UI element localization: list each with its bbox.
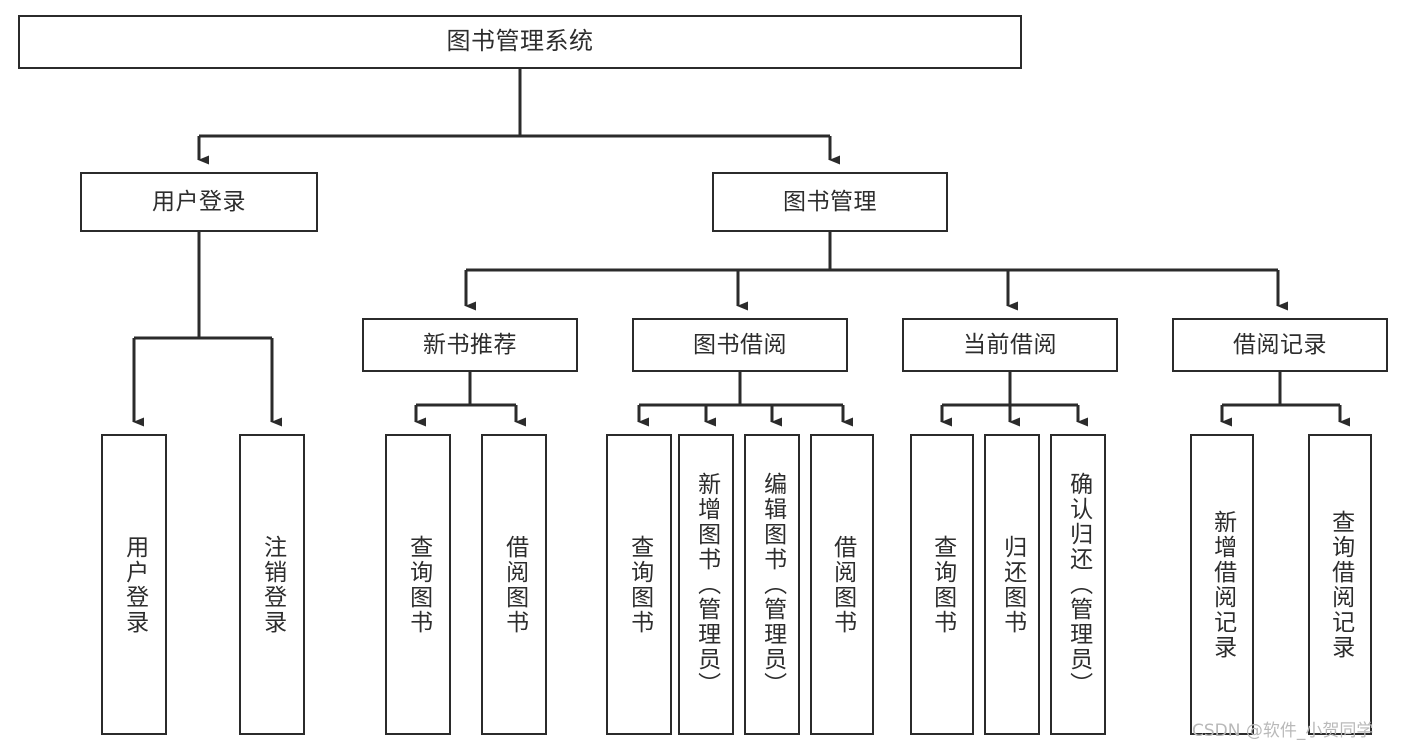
node-user-login[interactable]: 用户登录: [80, 172, 318, 232]
node-leaf-query-book-3[interactable]: 查询图书: [910, 434, 974, 735]
node-leaf-edit-book[interactable]: 编辑图书（管理员）: [744, 434, 800, 735]
node-current-borrow[interactable]: 当前借阅: [902, 318, 1118, 372]
node-root-system[interactable]: 图书管理系统: [18, 15, 1022, 69]
node-leaf-add-book[interactable]: 新增图书（管理员）: [678, 434, 734, 735]
node-leaf-query-book-1[interactable]: 查询图书: [385, 434, 451, 735]
node-label: 图书管理系统: [446, 27, 594, 56]
node-label: 新增借阅记录: [1209, 509, 1236, 660]
node-leaf-query-record[interactable]: 查询借阅记录: [1308, 434, 1372, 735]
node-leaf-logout[interactable]: 注销登录: [239, 434, 305, 735]
node-leaf-add-record[interactable]: 新增借阅记录: [1190, 434, 1254, 735]
node-new-book-recommend[interactable]: 新书推荐: [362, 318, 578, 372]
node-label: 归还图书: [999, 534, 1026, 635]
node-leaf-user-login[interactable]: 用户登录: [101, 434, 167, 735]
node-label: 确认归还（管理员）: [1065, 472, 1092, 697]
node-leaf-borrow-book-2[interactable]: 借阅图书: [810, 434, 874, 735]
node-label: 借阅记录: [1233, 331, 1327, 358]
node-leaf-query-book-2[interactable]: 查询图书: [606, 434, 672, 735]
node-label: 查询图书: [626, 534, 653, 635]
node-label: 图书管理: [783, 188, 877, 215]
node-label: 编辑图书（管理员）: [759, 472, 786, 697]
node-label: 用户登录: [152, 188, 246, 215]
node-label: 借阅图书: [829, 534, 856, 635]
node-label: 用户登录: [121, 534, 148, 635]
node-label: 新增图书（管理员）: [693, 472, 720, 697]
node-book-manage[interactable]: 图书管理: [712, 172, 948, 232]
node-borrow-record[interactable]: 借阅记录: [1172, 318, 1388, 372]
node-label: 查询图书: [405, 534, 432, 635]
node-leaf-confirm-return[interactable]: 确认归还（管理员）: [1050, 434, 1106, 735]
node-label: 注销登录: [259, 534, 286, 635]
node-label: 查询借阅记录: [1327, 509, 1354, 660]
node-label: 借阅图书: [501, 534, 528, 635]
csdn-watermark: CSDN @软件_小贺同学: [1192, 721, 1374, 741]
node-leaf-borrow-book-1[interactable]: 借阅图书: [481, 434, 547, 735]
node-leaf-return-book[interactable]: 归还图书: [984, 434, 1040, 735]
node-label: 图书借阅: [693, 331, 787, 358]
node-label: 新书推荐: [423, 331, 517, 358]
node-label: 查询图书: [929, 534, 956, 635]
node-label: 当前借阅: [963, 331, 1057, 358]
node-book-borrow[interactable]: 图书借阅: [632, 318, 848, 372]
